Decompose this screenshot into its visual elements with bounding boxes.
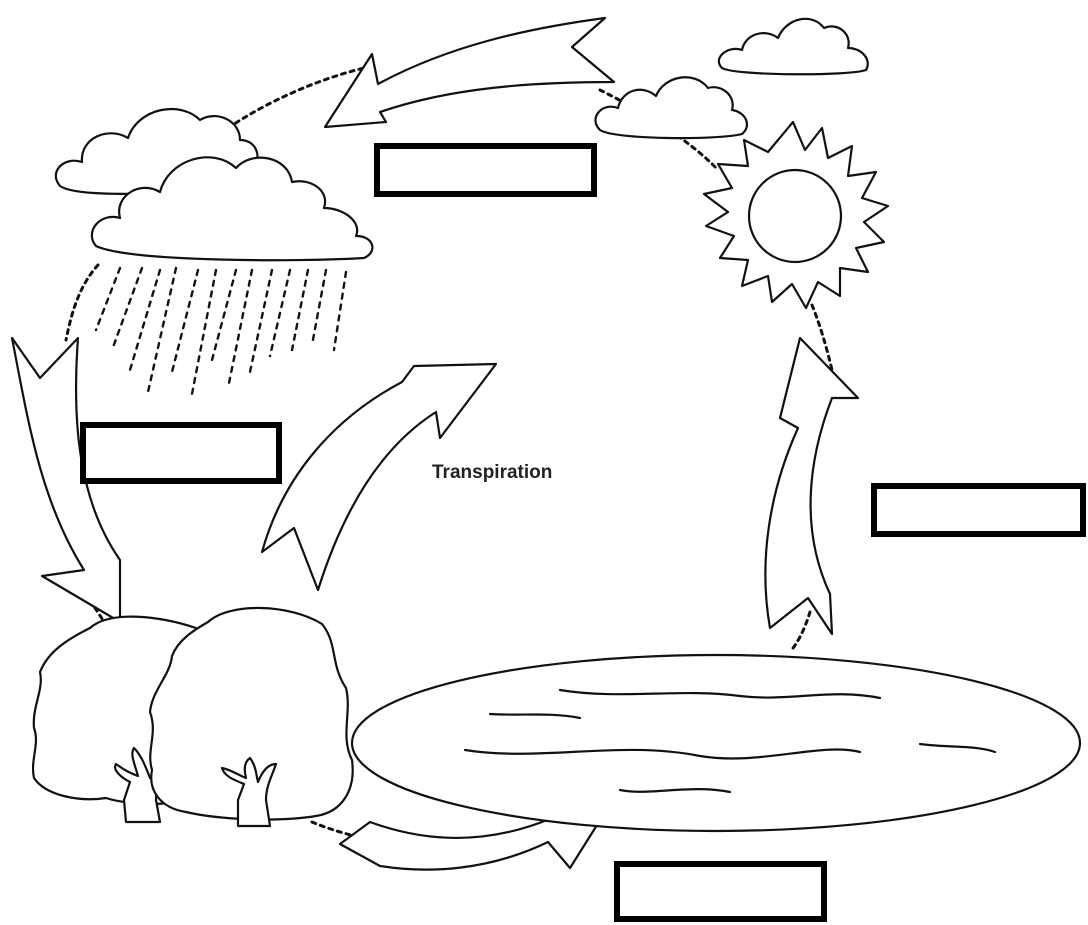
answer-box-bottom[interactable] — [614, 861, 827, 922]
rain-drops — [94, 266, 348, 396]
answer-box-top[interactable] — [374, 143, 597, 197]
answer-box-left[interactable] — [80, 422, 282, 484]
transpiration-label: Transpiration — [432, 462, 552, 483]
condensation-arrow — [323, 16, 616, 129]
transpiration-arrow — [260, 362, 498, 592]
precipitation-arrow — [10, 336, 122, 624]
sun-icon — [702, 120, 890, 310]
small-cloud-upper — [717, 17, 869, 76]
lake-icon — [350, 653, 1082, 833]
answer-box-right[interactable] — [871, 483, 1086, 537]
rain-cloud-icon — [54, 107, 374, 262]
trees-icon — [31, 606, 354, 828]
small-cloud-lower — [594, 76, 749, 140]
evaporation-arrow — [764, 336, 860, 636]
